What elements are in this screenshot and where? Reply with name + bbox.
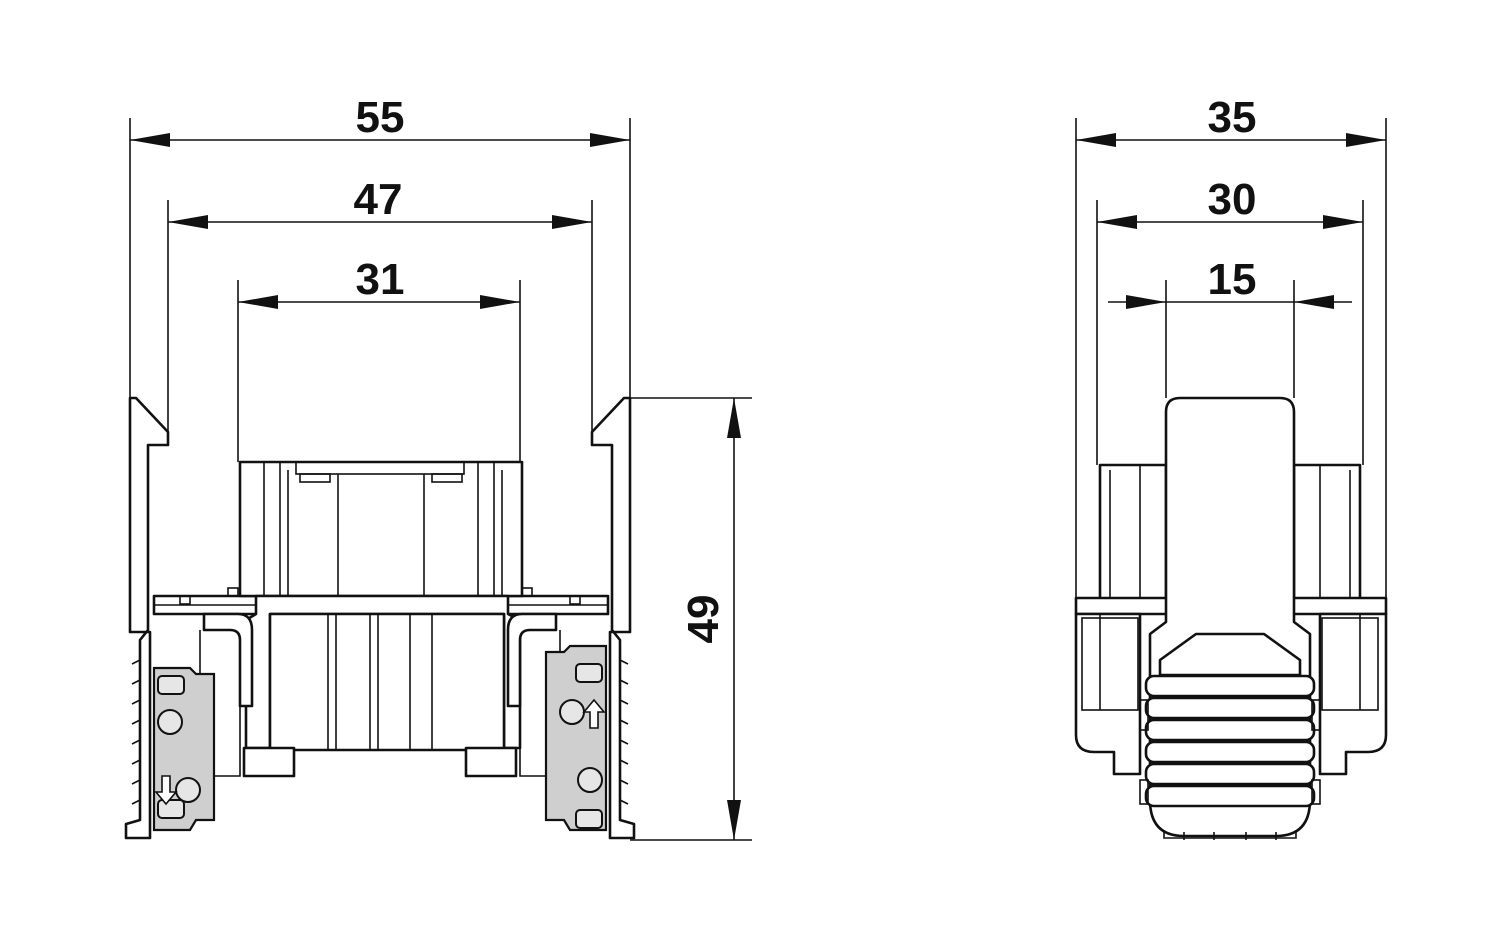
dim-label-49: 49 bbox=[679, 595, 728, 644]
dim-label-30: 30 bbox=[1208, 175, 1257, 224]
arrow-down-icon bbox=[154, 775, 178, 806]
side-view: 35 30 15 bbox=[1074, 93, 1388, 840]
front-left-latch bbox=[152, 666, 216, 832]
dim-label-35: 35 bbox=[1208, 93, 1257, 142]
dim-label-15: 15 bbox=[1208, 255, 1257, 304]
side-housing bbox=[1074, 396, 1388, 840]
dim-label-55: 55 bbox=[356, 93, 405, 142]
side-extension-lines bbox=[1075, 118, 1387, 598]
front-dimension-lines bbox=[130, 133, 741, 840]
front-extension-lines bbox=[129, 118, 752, 841]
front-view: 55 47 31 49 bbox=[124, 93, 752, 841]
front-housing bbox=[124, 396, 636, 840]
dim-label-31: 31 bbox=[356, 255, 405, 304]
side-dimension-lines bbox=[1076, 133, 1386, 309]
arrow-up-icon bbox=[582, 698, 606, 729]
dim-label-47: 47 bbox=[354, 175, 403, 224]
front-right-latch bbox=[544, 644, 608, 832]
